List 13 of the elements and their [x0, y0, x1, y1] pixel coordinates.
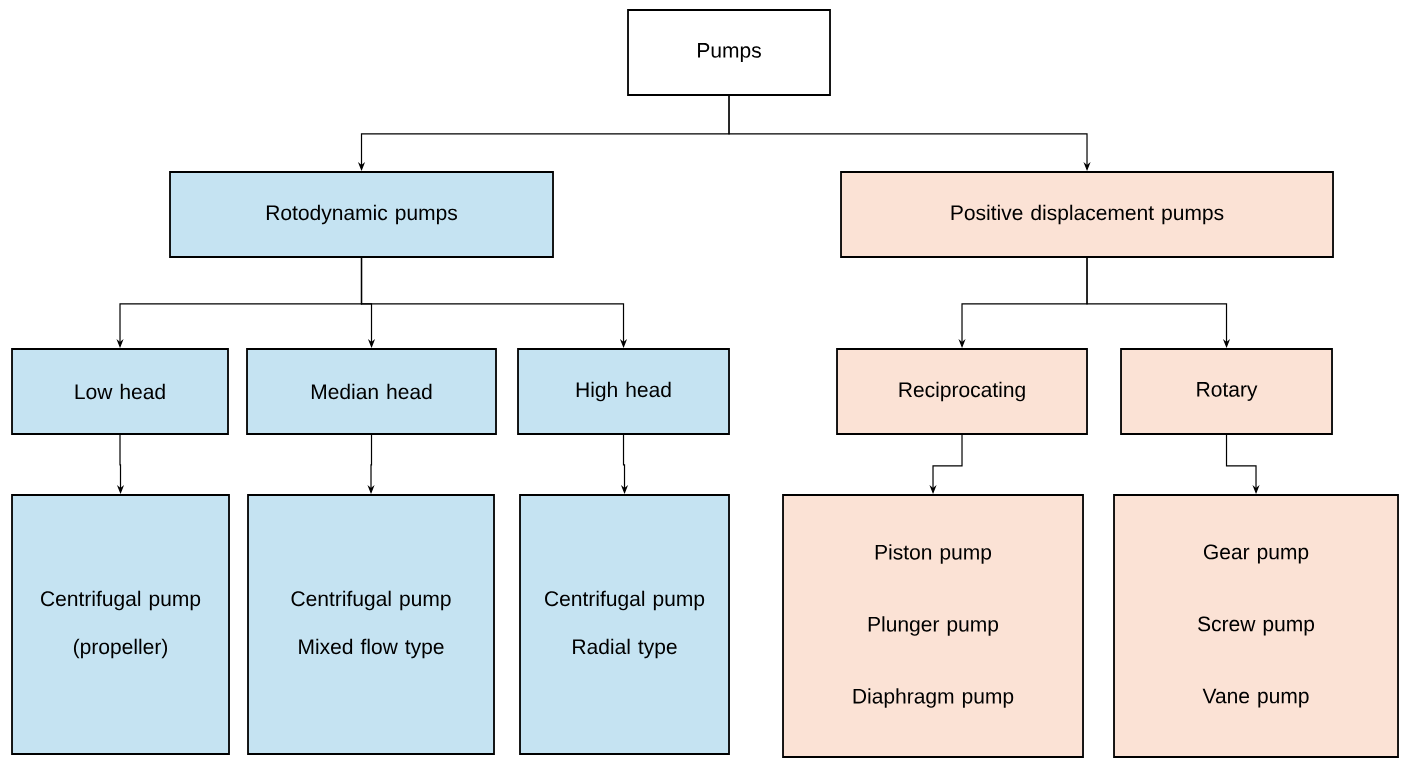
process-box: Low head	[11, 348, 229, 435]
process-box: Centrifugal pump Mixed flow type	[247, 494, 495, 755]
process-box: High head	[517, 348, 730, 435]
process-box: Centrifugal pump Radial type	[519, 494, 730, 755]
process-box: Rotary	[1120, 348, 1333, 435]
process-box: Rotodynamic pumps	[169, 171, 554, 258]
process-box: Positive displacement pumps	[840, 171, 1334, 258]
process-box: Reciprocating	[836, 348, 1088, 435]
process-box: Pumps	[627, 9, 831, 96]
process-box: Gear pump Screw pump Vane pump	[1113, 494, 1399, 758]
process-box: Centrifugal pump (propeller)	[11, 494, 230, 755]
process-box: Piston pump Plunger pump Diaphragm pump	[782, 494, 1084, 758]
process-box: Median head	[246, 348, 497, 435]
